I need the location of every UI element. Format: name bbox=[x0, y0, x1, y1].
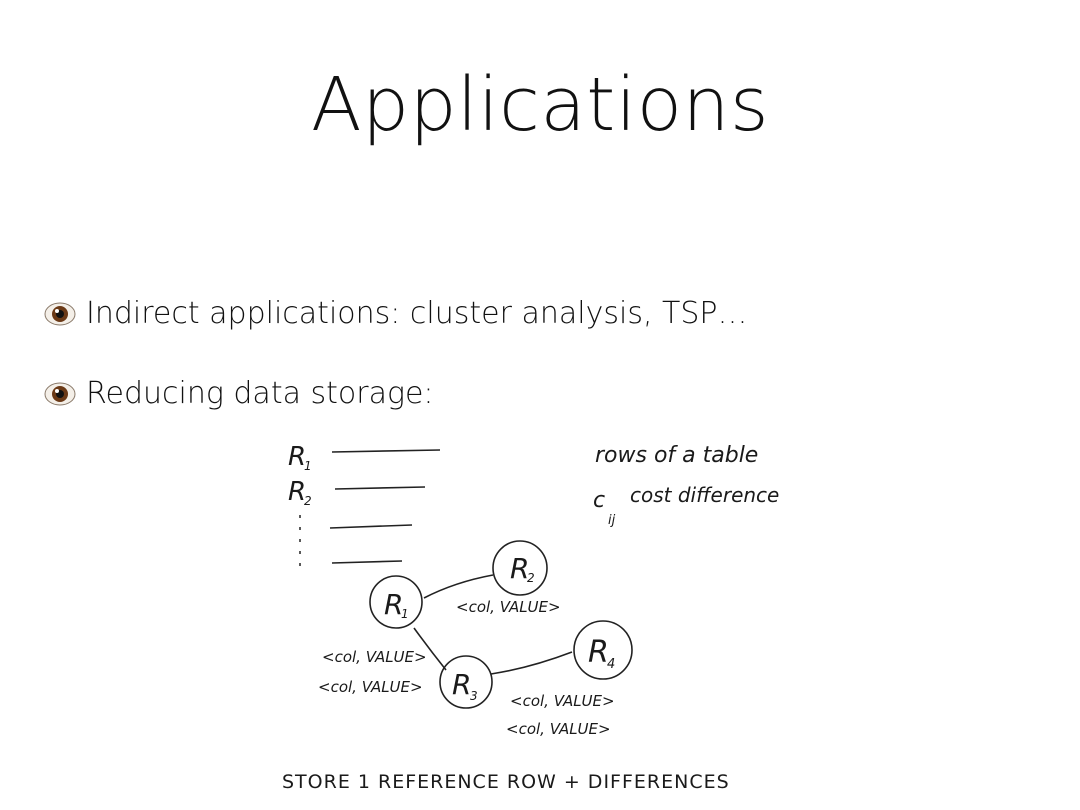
row-line bbox=[329, 524, 413, 529]
row-line bbox=[334, 486, 426, 490]
svg-text:3: 3 bbox=[470, 689, 478, 703]
bullet-text: Reducing data storage: bbox=[86, 376, 434, 411]
edge-label-r1-r3: <col, VALUE> bbox=[322, 648, 427, 666]
legend-cost-text: cost difference bbox=[630, 483, 779, 507]
node-r2: R 2 bbox=[492, 540, 548, 596]
row-line bbox=[331, 560, 403, 564]
bullet-item: Indirect applications: cluster analysis,… bbox=[44, 296, 747, 331]
edge-r1-r3 bbox=[413, 627, 447, 671]
row-label-r2-sub: 2 bbox=[304, 494, 312, 508]
edge-label-r3-r4: <col, VALUE> bbox=[510, 692, 615, 710]
edge-label-r1-r3: <col, VALUE> bbox=[318, 678, 423, 696]
edge-r1-r2 bbox=[423, 574, 494, 599]
edge-label-r3-r4: <col, VALUE> bbox=[506, 720, 611, 738]
svg-text:4: 4 bbox=[607, 657, 615, 672]
node-r3: R 3 bbox=[439, 655, 493, 709]
svg-text:R: R bbox=[452, 668, 471, 701]
svg-text:2: 2 bbox=[527, 571, 535, 585]
row-label-r2: R bbox=[288, 477, 306, 507]
slide-title: Applications bbox=[310, 62, 770, 148]
row-label-r1-sub: 1 bbox=[304, 459, 312, 473]
bullet-item: Reducing data storage: bbox=[44, 376, 434, 411]
edge-r3-r4 bbox=[490, 651, 573, 675]
eye-icon bbox=[44, 382, 76, 405]
node-r1: R 1 bbox=[369, 575, 423, 629]
row-label-r1: R bbox=[288, 442, 306, 472]
svg-text:R: R bbox=[588, 635, 609, 670]
row-line bbox=[331, 449, 441, 453]
legend-rows-text: rows of a table bbox=[595, 443, 758, 468]
svg-text:R: R bbox=[384, 588, 403, 621]
node-r4: R 4 bbox=[573, 620, 633, 680]
sketch-caption: STORE 1 REFERENCE ROW + DIFFERENCES bbox=[282, 771, 730, 793]
eye-icon bbox=[44, 302, 76, 325]
legend-cost-symbol: c bbox=[593, 488, 605, 513]
bullet-text: Indirect applications: cluster analysis,… bbox=[86, 296, 748, 331]
legend-cost-subscript: ij bbox=[608, 513, 616, 528]
svg-text:1: 1 bbox=[401, 607, 409, 621]
svg-text:R: R bbox=[510, 552, 529, 585]
legend: rows of a table c ij cost difference bbox=[593, 443, 779, 528]
row-list: R 1 R 2 bbox=[288, 442, 441, 570]
edge-label-r1-r2: <col, VALUE> bbox=[456, 598, 561, 616]
